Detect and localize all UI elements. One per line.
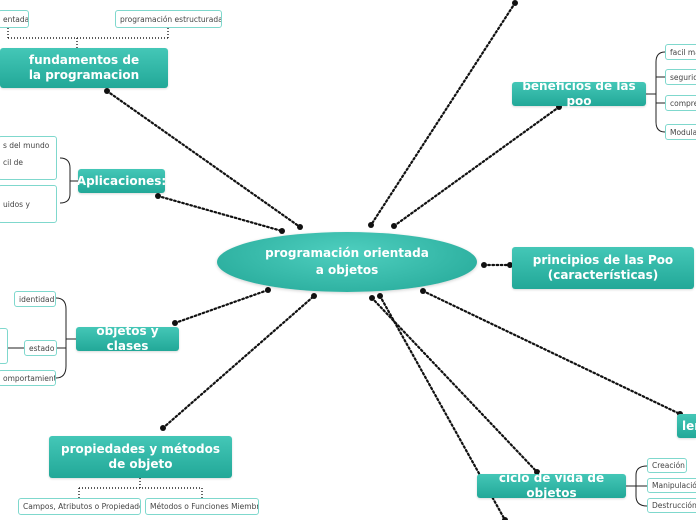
connector-dot <box>311 293 317 299</box>
connector-dot <box>391 223 397 229</box>
connector-dot <box>377 293 383 299</box>
leaf-line: s del mundo <box>3 141 50 150</box>
connector-dot <box>160 425 166 431</box>
topic-fundamentos[interactable]: fundamentos de la programacion <box>0 48 168 88</box>
leaf-comportamiento[interactable]: omportamiento <box>0 370 56 386</box>
leaf-identidad[interactable]: identidad <box>14 291 56 307</box>
leaf-aplicacion-2[interactable]: uidos y <box>0 185 57 223</box>
leaf-manipulacion[interactable]: Manipulación <box>647 478 696 493</box>
leaf-label: facil ma <box>670 47 696 57</box>
topic-propiedades[interactable]: propiedades y métodos de objeto <box>49 436 232 478</box>
leaf-facil[interactable]: facil ma <box>665 44 696 60</box>
bracket-objetos <box>55 297 76 379</box>
link-len <box>421 289 682 416</box>
bracket-propiedades <box>78 478 203 498</box>
topic-objetos-clases-label: objetos y clases <box>96 324 159 353</box>
connector-dot <box>155 193 161 199</box>
link-fundamentos <box>105 89 302 229</box>
topic-aplicaciones-label: Aplicaciones: <box>76 173 167 188</box>
topic-len-label: len <box>682 418 696 433</box>
topic-ciclo-vida[interactable]: ciclo de vida de objetos <box>477 471 626 500</box>
leaf-aplicacion-1[interactable]: s del mundo cil de <box>0 136 57 180</box>
topic-beneficios[interactable]: beneficios de las poo <box>512 79 646 108</box>
connector-dot <box>279 228 285 234</box>
connector-dot <box>368 222 374 228</box>
leaf-label: Métodos o Funciones Miembro <box>150 502 259 511</box>
topic-len[interactable]: len <box>677 414 696 438</box>
link-top <box>369 1 517 227</box>
connector-dot <box>507 262 513 268</box>
central-topic-label: programación orientada a objetos <box>265 246 429 277</box>
link-propiedades <box>161 294 316 430</box>
topic-aplicaciones[interactable]: Aplicaciones: <box>76 169 167 193</box>
topic-objetos-clases[interactable]: objetos y clases <box>76 324 179 353</box>
leaf-label: estado <box>29 343 55 353</box>
leaf-entada[interactable]: entada <box>0 10 29 28</box>
connector-dot <box>172 320 178 326</box>
connector-dot <box>502 517 508 520</box>
leaf-label: entada <box>3 14 29 24</box>
topic-beneficios-label: beneficios de las poo <box>522 79 636 108</box>
leaf-label: Campos, Atributos o Propiedades <box>23 502 141 511</box>
leaf-label: segurid <box>670 72 696 82</box>
connector-dot <box>481 262 487 268</box>
link-aplicaciones <box>156 194 284 233</box>
leaf-programacion-estructurada[interactable]: programación estructurada <box>115 10 222 28</box>
bracket-ciclo <box>626 465 648 507</box>
connector-dot <box>104 88 110 94</box>
connector-dot <box>512 0 518 6</box>
connector-dot <box>265 287 271 293</box>
leaf-label: programación estructurada <box>120 14 222 24</box>
connector-dot <box>534 469 540 475</box>
leaf-creacion[interactable]: Creación <box>647 458 687 473</box>
link-beneficios <box>392 105 561 228</box>
leaf-label: identidad <box>19 294 55 304</box>
leaf-seguridad[interactable]: segurid <box>665 69 696 85</box>
leaf-line: cil de <box>3 158 24 167</box>
central-topic[interactable]: programación orientada a objetos <box>217 232 477 292</box>
leaf-label: Creación <box>652 461 685 470</box>
connector-dot <box>420 288 426 294</box>
link-objetos-clases <box>173 288 270 325</box>
connector-dot <box>369 295 375 301</box>
leaf-comprension[interactable]: compre <box>665 95 696 111</box>
leaf-label: Manipulación <box>652 481 696 490</box>
topic-fundamentos-label: fundamentos de la programacion <box>28 53 140 82</box>
link-ciclo-1 <box>370 296 539 474</box>
leaf-estado[interactable]: estado <box>24 340 57 356</box>
leaf-label: Destrucción, <box>652 501 696 510</box>
bracket-beneficios <box>646 51 666 133</box>
leaf-metodos-funciones[interactable]: Métodos o Funciones Miembro <box>145 498 259 515</box>
leaf-label: Modular <box>670 127 696 137</box>
leaf-label: uidos y <box>3 199 30 209</box>
leaf-modular[interactable]: Modular <box>665 124 696 140</box>
leaf-destruccion[interactable]: Destrucción, <box>647 498 696 513</box>
connector-dot <box>297 224 303 230</box>
leaf-aplicacion-1-text: s del mundo cil de <box>3 141 49 167</box>
topic-principios[interactable]: principios de las Poo (características) <box>512 247 694 289</box>
topic-principios-label: principios de las Poo (características) <box>532 253 674 282</box>
topic-ciclo-vida-label: ciclo de vida de objetos <box>498 471 605 500</box>
leaf-label: omportamiento <box>3 373 56 383</box>
bracket-aplicaciones <box>59 157 78 204</box>
bracket-fundamentos <box>7 28 169 48</box>
leaf-label: compre <box>670 98 696 108</box>
topic-propiedades-label: propiedades y métodos de objeto <box>61 442 220 471</box>
leaf-campos-atributos[interactable]: Campos, Atributos o Propiedades <box>18 498 141 515</box>
leaf-estado-subbox <box>0 328 8 364</box>
